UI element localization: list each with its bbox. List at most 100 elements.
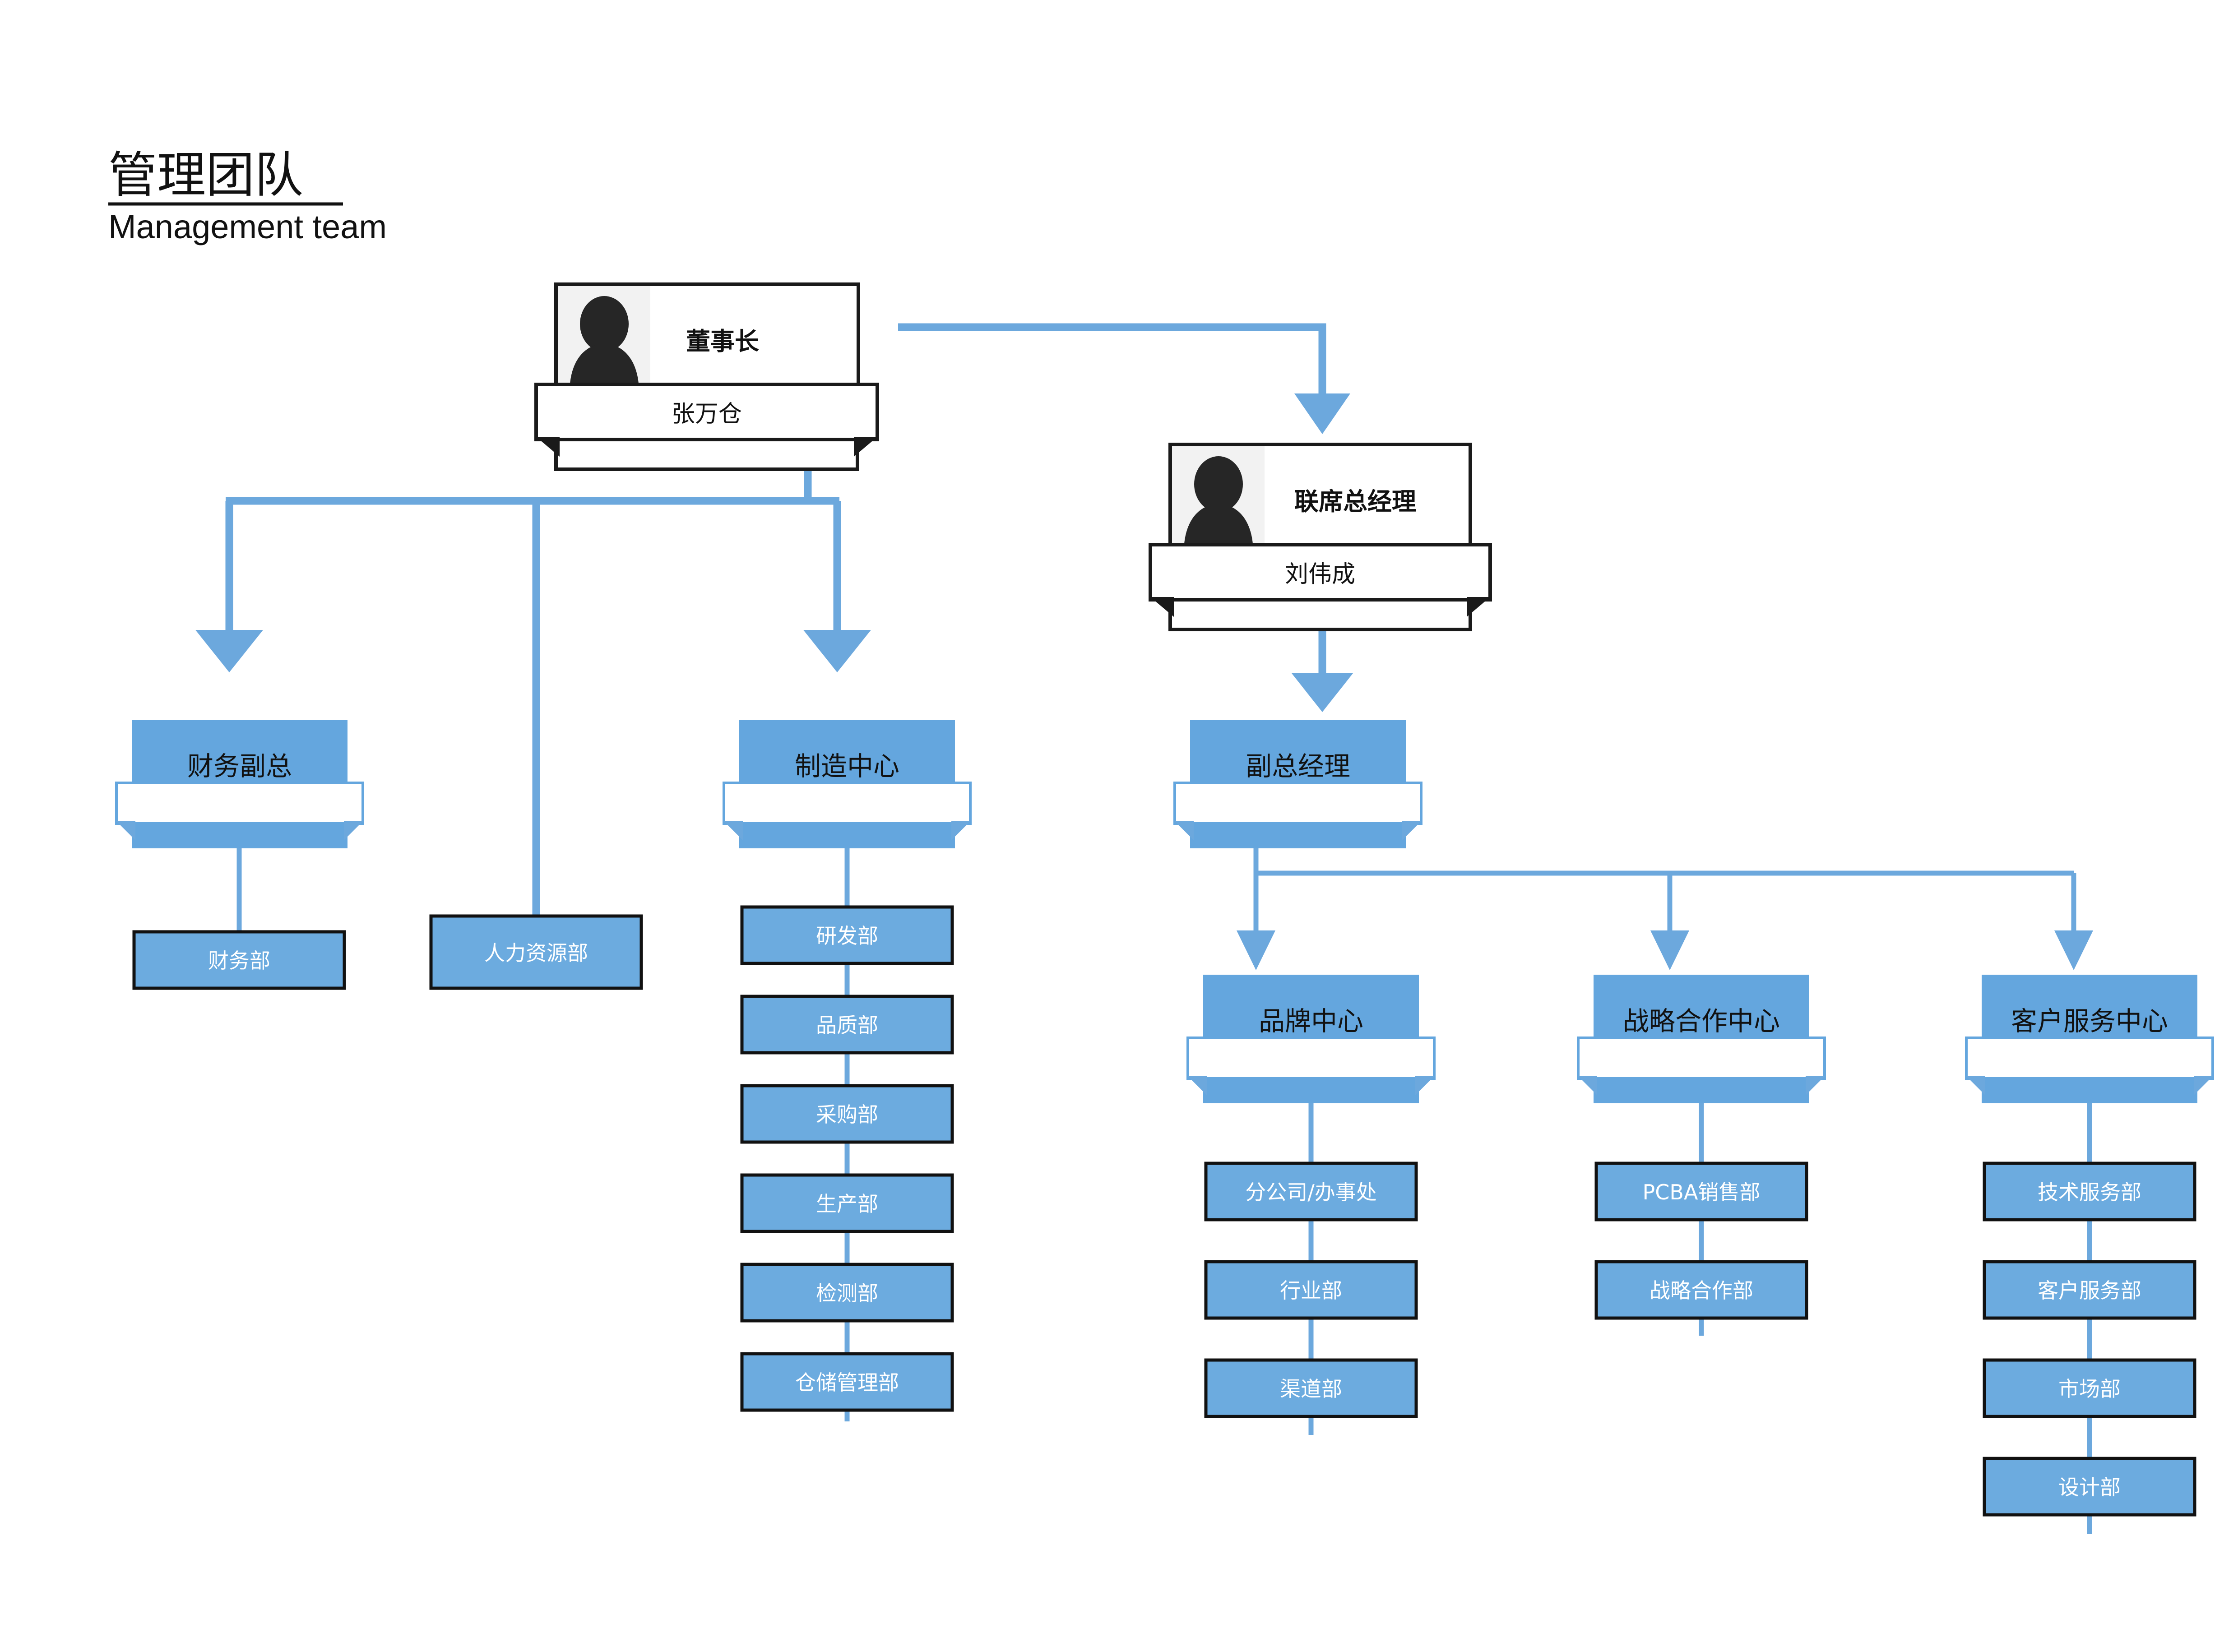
chairman-ribbon-notch-right — [854, 437, 877, 457]
arrowhead-brand-center — [1237, 930, 1275, 970]
industry-dept-label: 行业部 — [1280, 1278, 1342, 1303]
person-card-co-gm[interactable]: 联席总经理 刘伟成 — [1149, 443, 1492, 631]
unit-node-finance-vp[interactable]: 财务副总 — [115, 720, 364, 848]
unit-node-customer-service-center[interactable]: 客户服务中心 — [1965, 975, 2214, 1103]
unit-node-deputy-gm[interactable]: 副总经理 — [1173, 720, 1422, 848]
customer-service-dept-label: 客户服务部 — [2038, 1278, 2141, 1303]
cogm-name-ribbon — [1149, 543, 1492, 602]
brand-center-label: 品牌中心 — [1259, 1006, 1363, 1037]
leaf-node-rd-dept[interactable]: 研发部 — [740, 905, 954, 965]
tech-service-dept-label: 技术服务部 — [2038, 1180, 2141, 1204]
warehouse-dept-label: 仓储管理部 — [795, 1370, 899, 1395]
finance-dept-box — [132, 930, 346, 990]
tech-service-dept-box — [1983, 1161, 2196, 1222]
rd-dept-box — [740, 905, 954, 965]
strategy-center-ribbon — [1577, 1037, 1826, 1080]
leaf-node-finance-dept[interactable]: 财务部 — [132, 930, 346, 990]
pcba-sales-dept-box — [1594, 1161, 1808, 1222]
leaf-node-design-dept[interactable]: 设计部 — [1983, 1457, 2196, 1517]
chairman-name-ribbon — [534, 383, 879, 441]
customer-service-dept-box — [1983, 1260, 2196, 1320]
pcba-sales-dept-label: PCBA销售部 — [1643, 1180, 1761, 1204]
leaf-node-strategy-coop-dept[interactable]: 战略合作部 — [1594, 1260, 1808, 1320]
leaf-node-branch-office[interactable]: 分公司/办事处 — [1204, 1161, 1418, 1222]
finance-vp-notch-right — [344, 821, 363, 840]
purchasing-dept-label: 采购部 — [816, 1102, 878, 1127]
arrowhead-customer-service-center — [2054, 930, 2093, 970]
brand-center-ribbon-tail — [1203, 1078, 1419, 1103]
leaf-node-warehouse-dept[interactable]: 仓储管理部 — [740, 1352, 954, 1412]
cogm-role-label: 联席总经理 — [1294, 487, 1416, 516]
leaf-node-marketing-dept[interactable]: 市场部 — [1983, 1358, 2196, 1418]
finance-vp-ribbon — [115, 782, 364, 825]
page-title-cn: 管理团队 — [108, 147, 303, 204]
leaf-node-hr-dept[interactable]: 人力资源部 — [429, 914, 643, 990]
customer-service-center-ribbon — [1965, 1037, 2214, 1080]
manufacturing-center-notch-right — [951, 821, 970, 840]
manufacturing-center-ribbon — [723, 782, 972, 825]
brand-center-notch-right — [1415, 1076, 1434, 1095]
finance-vp-label: 财务副总 — [187, 751, 292, 782]
brand-center-notch-left — [1188, 1076, 1207, 1095]
marketing-dept-box — [1983, 1358, 2196, 1418]
manufacturing-center-notch-left — [724, 821, 743, 840]
arrowhead-manufacturing-center — [803, 630, 871, 672]
inspection-dept-box — [740, 1263, 954, 1323]
leaf-node-inspection-dept[interactable]: 检测部 — [740, 1263, 954, 1323]
strategy-center-notch-left — [1578, 1076, 1597, 1095]
design-dept-label: 设计部 — [2058, 1475, 2121, 1499]
person-card-chairman[interactable]: 董事长 张万仓 — [534, 282, 879, 471]
finance-vp-ribbon-tail — [132, 824, 348, 848]
leaf-node-tech-service-dept[interactable]: 技术服务部 — [1983, 1161, 2196, 1222]
brand-center-ribbon — [1186, 1037, 1436, 1080]
person-icon — [570, 296, 639, 393]
strategy-center-label: 战略合作中心 — [1623, 1006, 1780, 1037]
page-header: 管理团队 Management team — [108, 147, 387, 245]
person-icon — [1184, 456, 1253, 553]
leaf-node-customer-service-dept[interactable]: 客户服务部 — [1983, 1260, 2196, 1320]
cogm-name-label: 刘伟成 — [1285, 561, 1355, 588]
deputy-gm-ribbon-tail — [1190, 824, 1406, 848]
chairman-ribbon-tail — [554, 438, 859, 471]
leaf-node-production-dept[interactable]: 生产部 — [740, 1173, 954, 1233]
strategy-center-ribbon-tail — [1594, 1078, 1809, 1103]
customer-service-center-ribbon-tail — [1982, 1078, 2197, 1103]
leaf-node-industry-dept[interactable]: 行业部 — [1204, 1260, 1418, 1320]
purchasing-dept-box — [740, 1084, 954, 1144]
leaf-node-channel-dept[interactable]: 渠道部 — [1204, 1358, 1418, 1418]
branch-office-label: 分公司/办事处 — [1245, 1180, 1377, 1204]
manufacturing-center-ribbon-tail — [739, 824, 955, 848]
strategy-coop-dept-label: 战略合作部 — [1650, 1278, 1753, 1303]
cogm-ribbon-notch-left — [1150, 597, 1174, 617]
page-title-en: Management team — [108, 208, 387, 245]
arrowhead-deputy-gm — [1292, 673, 1353, 712]
unit-node-manufacturing-center[interactable]: 制造中心 — [723, 720, 972, 848]
finance-vp-notch-left — [116, 821, 135, 840]
strategy-coop-dept-box — [1594, 1260, 1808, 1320]
unit-node-brand-center[interactable]: 品牌中心 — [1186, 975, 1436, 1103]
leaf-node-purchasing-dept[interactable]: 采购部 — [740, 1084, 954, 1144]
deputy-gm-notch-right — [1402, 821, 1421, 840]
branch-office-box — [1204, 1161, 1418, 1222]
unit-node-strategy-center[interactable]: 战略合作中心 — [1577, 975, 1826, 1103]
hr-dept-box — [429, 914, 643, 990]
arrowhead-chairman-to-cogm — [1294, 393, 1350, 434]
manufacturing-center-label: 制造中心 — [795, 751, 899, 782]
customer-service-center-notch-right — [2194, 1076, 2213, 1095]
leaf-node-pcba-sales-dept[interactable]: PCBA销售部 — [1594, 1161, 1808, 1222]
quality-dept-label: 品质部 — [816, 1013, 878, 1037]
arrowhead-finance-vp — [195, 630, 263, 672]
channel-dept-label: 渠道部 — [1280, 1377, 1342, 1401]
chairman-name-label: 张万仓 — [672, 401, 742, 428]
deputy-gm-notch-left — [1175, 821, 1194, 840]
design-dept-box — [1983, 1457, 2196, 1517]
marketing-dept-label: 市场部 — [2058, 1377, 2121, 1401]
industry-dept-box — [1204, 1260, 1418, 1320]
rd-dept-label: 研发部 — [816, 924, 878, 948]
hr-dept-label: 人力资源部 — [484, 941, 588, 965]
leaf-node-quality-dept[interactable]: 品质部 — [740, 995, 954, 1055]
channel-dept-box — [1204, 1358, 1418, 1418]
